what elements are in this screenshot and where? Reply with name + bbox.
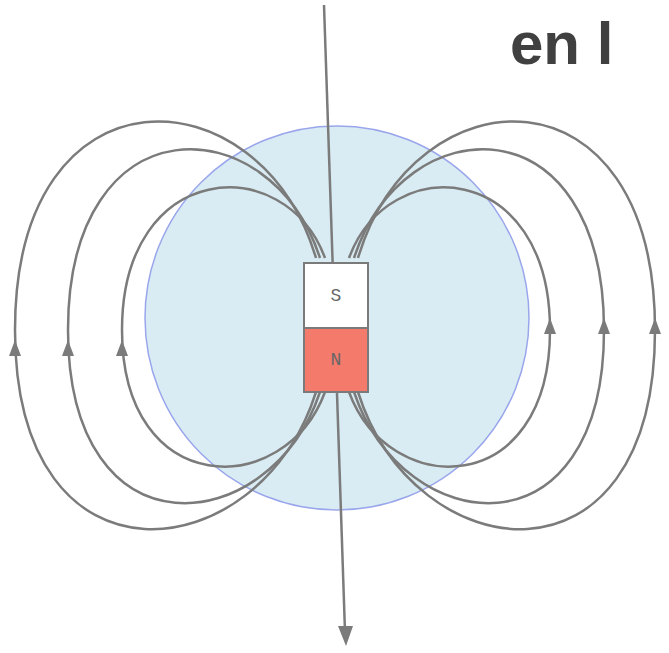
magnet-north-pole: N [303, 327, 369, 393]
pole-letter: N [331, 350, 342, 370]
earth-globe [145, 126, 529, 510]
heading: en l [510, 14, 613, 74]
pole-letter: S [331, 286, 342, 306]
axis-arrowhead [338, 626, 353, 646]
field-lines [15, 121, 655, 529]
magnet-south-pole: S [303, 262, 369, 329]
